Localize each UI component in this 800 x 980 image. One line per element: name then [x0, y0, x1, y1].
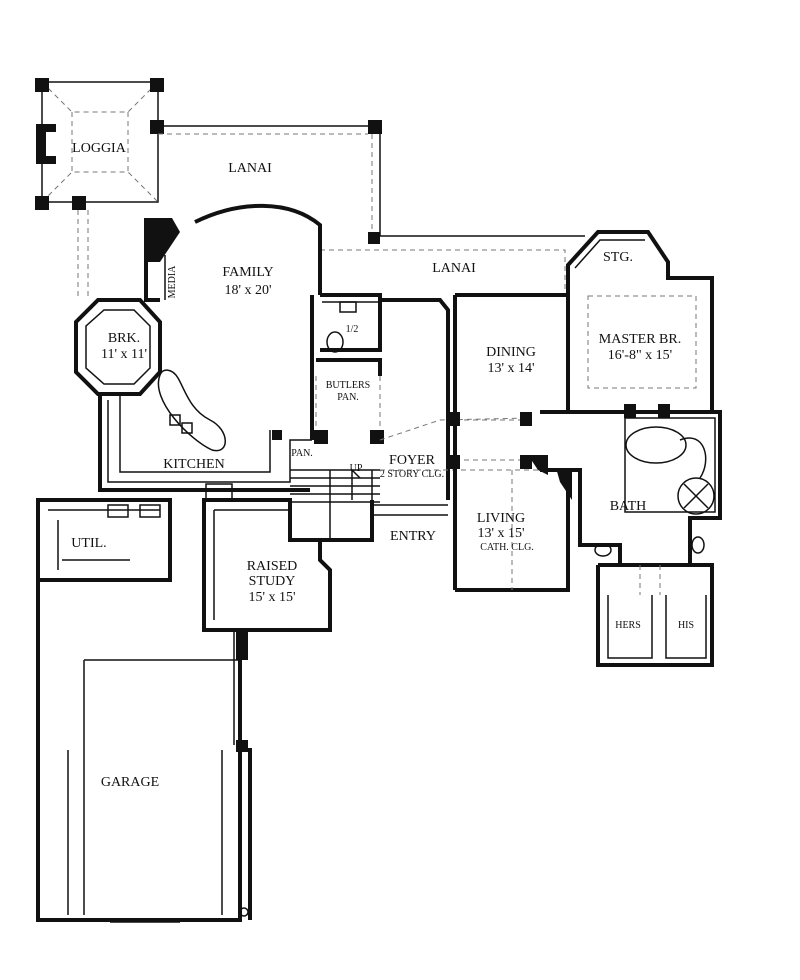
media-label: MEDIA [167, 265, 178, 299]
foyer-stair [290, 298, 540, 542]
raised-label: RAISED [247, 559, 298, 574]
living-dim-label: 13' x 15' [477, 526, 524, 541]
pantry-label: PAN. [291, 448, 313, 459]
utility-label: UTIL. [71, 536, 106, 551]
his-closet-label: HIS [678, 620, 694, 631]
half-bath-label: 1/2 [346, 324, 359, 335]
storage-label: STG. [603, 250, 633, 265]
foyer-note-label: 2 STORY CLG. [380, 469, 444, 480]
butlers-pan-label: PAN. [337, 392, 359, 403]
loggia-label: LOGGIA [72, 141, 127, 156]
living-room [455, 455, 572, 592]
half-bath-butlers [314, 293, 384, 444]
family-kitchen-block [74, 203, 322, 492]
bath-label: BATH [610, 499, 647, 514]
dining-label: DINING [486, 345, 536, 360]
brk-dim-label: 11' x 11' [101, 347, 147, 362]
utility-room [36, 498, 172, 582]
garage-label: GARAGE [101, 775, 159, 790]
foyer-label: FOYER [389, 453, 436, 468]
brk-label: BRK. [108, 331, 140, 346]
lanai-top [77, 120, 585, 300]
kitchen-label: KITCHEN [163, 457, 224, 472]
garage [36, 580, 252, 923]
living-label: LIVING [477, 511, 525, 526]
hers-closet-label: HERS [615, 620, 641, 631]
master-label: MASTER BR. [599, 332, 681, 347]
loggia [35, 78, 164, 210]
entry-label: ENTRY [390, 529, 436, 544]
study-dim-label: 15' x 15' [248, 590, 295, 605]
family-dim-label: 18' x 20' [224, 283, 271, 298]
master-bedroom [566, 230, 714, 418]
lanai-top-label: LANAI [228, 161, 272, 176]
family-label: FAMILY [222, 265, 273, 280]
master-bath [540, 410, 722, 667]
stair-up-label: UP [350, 463, 363, 474]
study-label: STUDY [249, 574, 296, 589]
living-note-label: CATH. CLG. [480, 542, 534, 553]
raised-study [202, 483, 332, 632]
butlers-label: BUTLERS [326, 380, 370, 391]
lanai-mid-label: LANAI [432, 261, 476, 276]
dining-dim-label: 13' x 14' [487, 361, 534, 376]
master-dim-label: 16'-8" x 15' [608, 348, 672, 363]
